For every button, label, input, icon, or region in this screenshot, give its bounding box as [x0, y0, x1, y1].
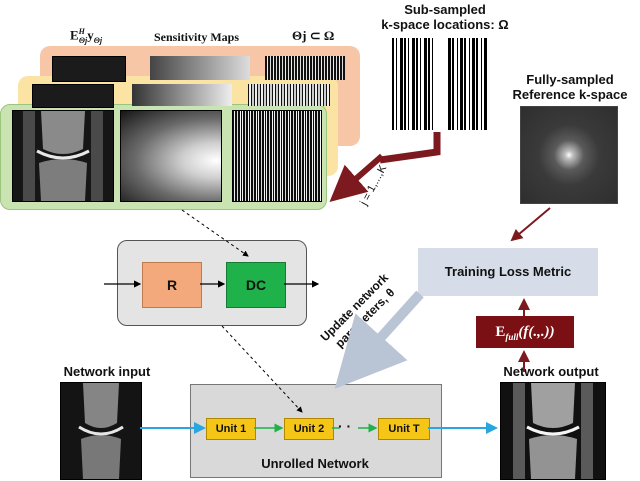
unit-ellipsis: · · [338, 418, 352, 434]
unrolled-network-caption: Unrolled Network [261, 456, 369, 471]
index-label: j = 1,...,K [358, 163, 390, 209]
back-sensitivity-image [150, 56, 250, 80]
back-knee-image [52, 56, 126, 82]
reference-kspace-image [520, 106, 618, 204]
mid-knee-image [32, 84, 114, 108]
arrow-reference-to-loss [510, 207, 551, 242]
knee-mri-image [12, 110, 114, 202]
sampling-mask-image [232, 110, 322, 202]
update-parameters-label: Update network parameters, θ [317, 270, 398, 351]
column-header-sensitivity: Sensitivity Maps [154, 30, 240, 44]
arrow-subsampled-to-stack [379, 132, 441, 164]
back-mask-image [265, 56, 345, 80]
mid-mask-image [248, 84, 330, 106]
subsampled-title: Sub-sampled k-space locations: Ω [381, 2, 509, 32]
dc-block: DC [226, 262, 286, 308]
column-header-undersampled: EHΘjyΘj [70, 27, 103, 45]
reference-title: Fully-sampled Reference k-space [512, 72, 628, 102]
subsampled-mask-2 [448, 38, 488, 130]
unit-2-block: Unit 2 [284, 418, 334, 440]
r-block: R [142, 262, 202, 308]
training-loss-box: Training Loss Metric [418, 248, 598, 296]
unit-1-block: Unit 1 [206, 418, 256, 440]
efull-box: Efull(f(.,.)) [476, 316, 574, 348]
column-header-mask: Θj ⊂ Ω [292, 28, 335, 43]
unit-t-block: Unit T [378, 418, 430, 440]
mid-sensitivity-image [132, 84, 232, 106]
network-input-image [60, 382, 142, 480]
sensitivity-map-image [120, 110, 222, 202]
network-output-label: Network output [503, 364, 599, 379]
network-input-label: Network input [63, 364, 151, 379]
network-output-image [500, 382, 606, 480]
subsampled-mask-1 [392, 38, 436, 130]
